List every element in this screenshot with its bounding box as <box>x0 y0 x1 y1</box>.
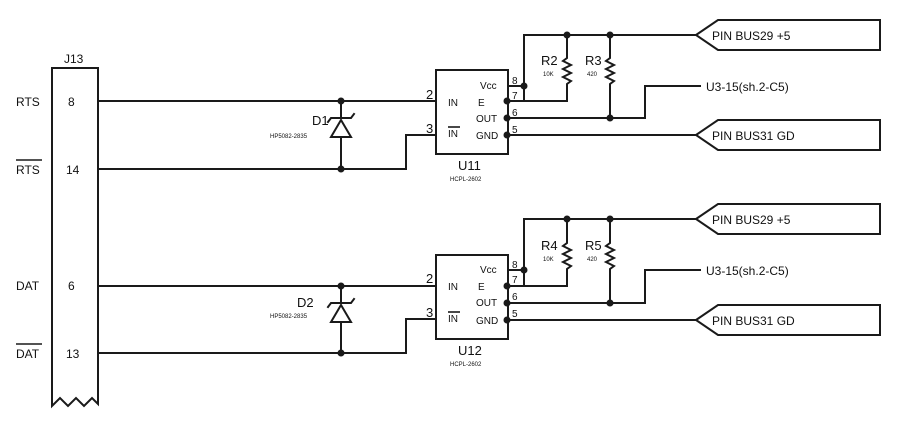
pin-label-e: E <box>478 98 485 109</box>
junction-dot <box>337 165 345 173</box>
opto-ref: U12 <box>458 343 482 358</box>
bus-flag-label: PIN BUS31 GD <box>712 314 795 328</box>
resistor-ref: R3 <box>585 53 602 68</box>
wire-vcc <box>507 218 697 271</box>
pin-number: 2 <box>426 271 433 286</box>
pin-label-in: IN <box>448 98 458 109</box>
resistor-ref: R2 <box>541 53 558 68</box>
resistor-ref: R5 <box>585 238 602 253</box>
diode-part: HP5082-2835 <box>270 314 308 320</box>
pin-number-6: 6 <box>68 279 75 293</box>
pin-label-in: IN <box>448 282 458 293</box>
signal-label-dat: DAT <box>16 279 40 293</box>
connector-ref: J13 <box>64 52 84 66</box>
pin-number: 5 <box>512 125 518 136</box>
opto-ref: U11 <box>458 158 481 173</box>
resistor-value: 10K <box>543 257 554 263</box>
pin-label-in-inverted: IN <box>448 129 458 140</box>
zener-bar <box>326 112 356 124</box>
pin-number: 2 <box>426 87 433 102</box>
pin-label-out: OUT <box>476 114 497 125</box>
pin-number: 6 <box>512 292 518 303</box>
junction-dot <box>606 299 614 307</box>
wire-output <box>609 85 701 119</box>
bus-flag-plus5 <box>694 19 881 51</box>
bus-flag-gnd <box>694 119 881 151</box>
wire-vcc <box>507 34 697 87</box>
junction-dot <box>606 31 614 39</box>
signal-label-rts-inverted: RTS <box>16 163 40 177</box>
junction-dot <box>503 316 511 324</box>
signal-label-rts: RTS <box>16 95 40 109</box>
pin-number-14: 14 <box>66 163 80 177</box>
diode-d2-symbol <box>329 303 353 323</box>
resistor-r4 <box>507 218 574 287</box>
junction-dot <box>606 114 614 122</box>
diode-d1-symbol <box>329 118 353 138</box>
diode-ref: D1 <box>312 113 329 128</box>
optocoupler-u12 <box>435 254 509 340</box>
bus-flag-label: PIN BUS29 +5 <box>712 213 791 227</box>
pin-number: 7 <box>512 275 518 286</box>
channel-rts: D1 HP5082-2835 IN IN Vcc E OUT GND 2 3 8… <box>97 19 881 183</box>
connector-j13: J13 RTS 8 RTS 14 DAT 6 DAT 13 <box>16 52 99 409</box>
resistor-ref: R4 <box>541 238 558 253</box>
junction-dot <box>337 282 345 290</box>
wire-output <box>609 269 701 304</box>
pin-label-gnd: GND <box>476 316 498 327</box>
signal-label-dat-inverted: DAT <box>16 347 40 361</box>
opto-part: HCPL-2602 <box>450 362 482 368</box>
pin-number: 7 <box>512 91 518 102</box>
junction-dot <box>520 266 528 274</box>
diode-ref: D2 <box>297 295 314 310</box>
output-net-label: U3-15(sh.2-C5) <box>706 80 789 94</box>
output-net-label: U3-15(sh.2-C5) <box>706 264 789 278</box>
connector-body <box>51 67 99 409</box>
pin-number: 8 <box>512 76 518 87</box>
diode-part: HP5082-2835 <box>270 134 308 140</box>
bus-flag-label: PIN BUS31 GD <box>712 129 795 143</box>
junction-dot <box>337 349 345 357</box>
channel-dat: D2 HP5082-2835 IN IN Vcc E OUT GND 2 3 8… <box>97 203 881 368</box>
pin-label-e: E <box>478 282 485 293</box>
wire-rts-inverted <box>97 134 437 170</box>
pin-number: 6 <box>512 108 518 119</box>
zener-bar <box>326 297 356 309</box>
junction-dot <box>503 131 511 139</box>
resistor-r3 <box>507 34 617 119</box>
pin-label-in-inverted: IN <box>448 314 458 325</box>
junction-dot <box>337 97 345 105</box>
bus-flag-label: PIN BUS29 +5 <box>712 29 791 43</box>
pin-number: 8 <box>512 260 518 271</box>
optocoupler-u11 <box>435 69 509 155</box>
opto-part: HCPL-2602 <box>450 177 482 183</box>
pin-number: 3 <box>426 121 433 136</box>
pin-number: 5 <box>512 309 518 320</box>
junction-dot <box>520 82 528 90</box>
resistor-value: 420 <box>587 72 598 78</box>
resistor-value: 420 <box>587 257 598 263</box>
resistor-value: 10K <box>543 72 554 78</box>
pin-label-vcc: Vcc <box>480 81 497 92</box>
resistor-r5 <box>507 218 617 304</box>
junction-dot <box>563 215 571 223</box>
pin-number-13: 13 <box>66 347 80 361</box>
resistor-r2 <box>507 34 574 102</box>
bus-flag-gnd <box>694 304 881 336</box>
junction-dot <box>563 31 571 39</box>
pin-number: 3 <box>426 305 433 320</box>
pin-label-gnd: GND <box>476 131 498 142</box>
pin-label-out: OUT <box>476 298 497 309</box>
bus-flag-plus5 <box>694 203 881 235</box>
pin-label-vcc: Vcc <box>480 265 497 276</box>
junction-dot <box>606 215 614 223</box>
wire-dat-inverted <box>97 318 437 354</box>
pin-number-8: 8 <box>68 95 75 109</box>
junction-dot <box>503 299 511 307</box>
junction-dot <box>503 114 511 122</box>
